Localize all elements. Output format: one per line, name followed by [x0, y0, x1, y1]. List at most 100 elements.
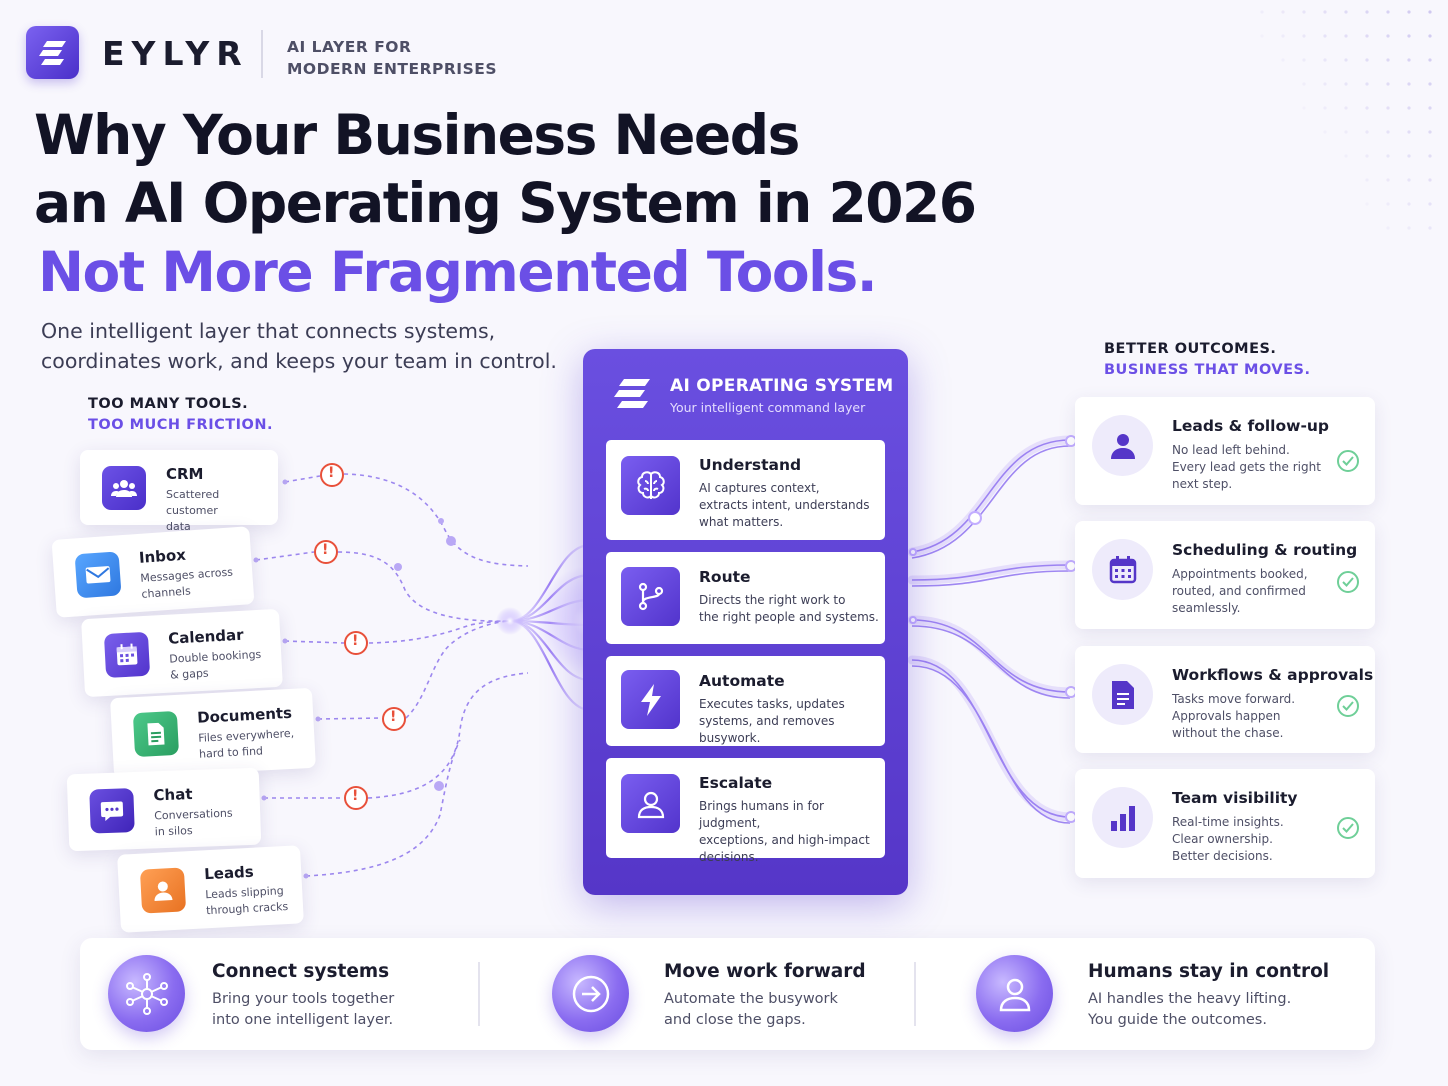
warning-icon: !: [322, 542, 329, 558]
tool-card-documents[interactable]: Documents Files everywhere,hard to find: [110, 687, 316, 779]
logo[interactable]: [26, 26, 79, 79]
lightning-icon: [621, 670, 680, 729]
decor-dot: [1386, 58, 1390, 62]
left-section-label: TOO MANY TOOLS. TOO MUCH FRICTION.: [88, 396, 273, 433]
decor-dot: [1428, 34, 1432, 38]
tool-title: Calendar: [167, 625, 244, 648]
decor-dot: [1281, 34, 1285, 38]
benefit-desc: AI handles the heavy lifting.You guide t…: [1088, 991, 1292, 1028]
decor-dot: [1365, 154, 1369, 158]
decor-dot: [1344, 82, 1348, 86]
decor-dot: [1428, 106, 1432, 110]
logo-mark-icon: [38, 40, 66, 65]
decor-dot: [1386, 10, 1390, 14]
outcome-card-scheduling[interactable]: Scheduling & routing Appointments booked…: [1075, 521, 1375, 629]
outcome-title: Scheduling & routing: [1172, 541, 1358, 559]
outcome-card-leads[interactable]: Leads & follow-up No lead left behind.Ev…: [1075, 397, 1375, 505]
benefit-title: Humans stay in control: [1088, 961, 1330, 982]
decor-dot: [1365, 130, 1369, 134]
decor-dot: [1323, 34, 1327, 38]
person-icon: [1092, 415, 1153, 476]
outcome-desc: Real-time insights.Clear ownership.Bette…: [1172, 815, 1284, 863]
decor-dot: [1428, 82, 1432, 86]
decor-dot: [1365, 82, 1369, 86]
decor-dot: [1386, 154, 1390, 158]
decor-dot: [1386, 226, 1390, 230]
bar-chart-icon: [1092, 787, 1153, 848]
warning-icon: !: [328, 465, 335, 481]
decor-dot: [1323, 82, 1327, 86]
outcome-card-workflows[interactable]: Workflows & approvals Tasks move forward…: [1075, 646, 1375, 753]
decor-dot: [1407, 178, 1411, 182]
decor-dot: [1407, 82, 1411, 86]
headline-line-2: an AI Operating System in 2026: [34, 171, 977, 235]
header-divider: [261, 30, 263, 78]
decor-dot: [1344, 58, 1348, 62]
decor-dot: [1302, 34, 1306, 38]
decor-dot: [1428, 10, 1432, 14]
decor-dot: [1386, 130, 1390, 134]
warning-icons: [314, 463, 406, 810]
warning-icon: !: [390, 709, 397, 725]
step-title: Automate: [699, 672, 785, 690]
warning-icon: !: [352, 788, 359, 804]
outcome-card-visibility[interactable]: Team visibility Real-time insights.Clear…: [1075, 769, 1375, 878]
logo-mark-icon: [614, 379, 650, 408]
decor-dot: [1323, 58, 1327, 62]
chat-icon: [89, 788, 135, 834]
decor-dot: [1365, 106, 1369, 110]
decor-dot: [1407, 58, 1411, 62]
brain-icon: [621, 456, 680, 515]
benefits-bar: [80, 938, 1375, 1050]
decor-dot: [1407, 130, 1411, 134]
right-section-label: BETTER OUTCOMES. BUSINESS THAT MOVES.: [1104, 341, 1311, 378]
step-title: Route: [699, 568, 751, 586]
step-desc: AI captures context,extracts intent, und…: [699, 481, 870, 529]
decor-dot: [1344, 106, 1348, 110]
decor-dot: [1302, 58, 1306, 62]
tool-title: CRM: [166, 465, 204, 483]
brand-tagline: AI LAYER FOR MODERN ENTERPRISES: [287, 38, 497, 78]
step-escalate[interactable]: Escalate Brings humans in for judgment,e…: [606, 758, 885, 864]
step-understand[interactable]: Understand AI captures context,extracts …: [606, 440, 885, 540]
decor-dot: [1302, 106, 1306, 110]
decor-dot: [1260, 34, 1264, 38]
route-icon: [621, 567, 680, 626]
users-icon: [102, 466, 146, 510]
decor-dot: [1365, 58, 1369, 62]
outcome-title: Leads & follow-up: [1172, 417, 1330, 435]
decor-dot: [1428, 154, 1432, 158]
benefit-divider: [914, 962, 916, 1026]
decor-dot: [1260, 10, 1264, 14]
tool-desc: Files everywhere,hard to find: [197, 726, 295, 761]
decor-dot: [1344, 34, 1348, 38]
decor-dot: [1428, 226, 1432, 230]
decor-dot: [1344, 154, 1348, 158]
tool-card-calendar[interactable]: Calendar Double bookings& gaps: [81, 608, 283, 698]
decor-dot: [1365, 10, 1369, 14]
mail-icon: [74, 551, 122, 599]
tool-title: Leads: [203, 862, 255, 884]
headline-line-3: Not More Fragmented Tools.: [38, 240, 878, 304]
step-desc: Brings humans in for judgment,exceptions…: [699, 799, 870, 864]
document-icon: [132, 710, 180, 758]
benefit-title: Connect systems: [212, 961, 390, 982]
step-title: Understand: [699, 456, 802, 474]
outcome-desc: Appointments booked,routed, and confirme…: [1172, 567, 1308, 615]
headline-line-1: Why Your Business Needs: [34, 103, 800, 167]
decor-dot: [1407, 34, 1411, 38]
network-icon: [108, 955, 185, 1032]
arrow-right-icon: [552, 955, 629, 1032]
